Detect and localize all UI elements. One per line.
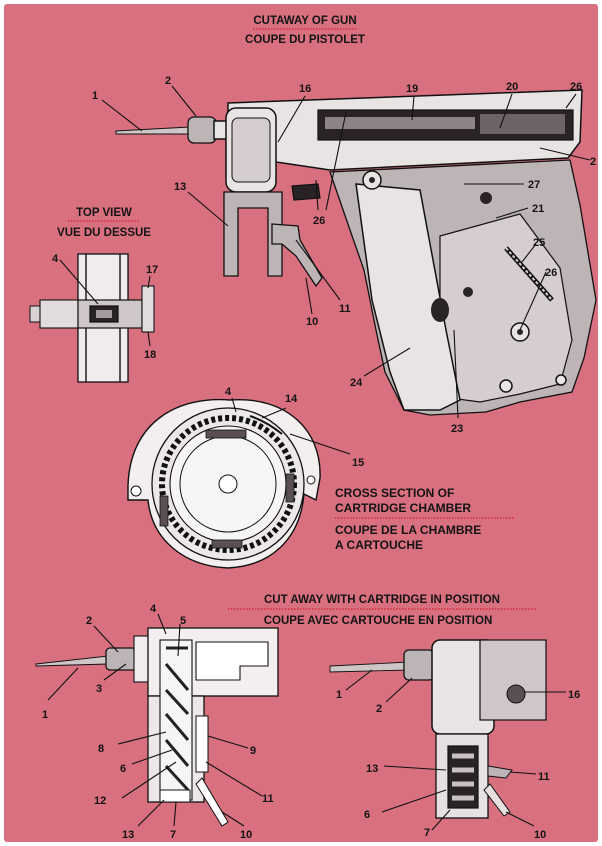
- part-label: 11: [339, 303, 351, 315]
- chamber-part-labels: 4 14 15: [225, 386, 364, 469]
- part-label: 3: [96, 683, 102, 695]
- part-label: 14: [285, 393, 298, 405]
- gun-part-labels: 1 2 16 19 20 26 2 13 26 27 21 25 26 10 1…: [92, 75, 596, 435]
- chamber-leader-lines: [231, 397, 351, 455]
- part-label: 6: [120, 763, 126, 775]
- part-label: 6: [364, 809, 370, 821]
- cartridge-right-illustration: [329, 639, 547, 819]
- part-label: 9: [250, 745, 256, 757]
- part-label: 26: [313, 215, 325, 227]
- part-label: 16: [299, 83, 311, 95]
- cartridge-right-part-labels: 1 2 16 13 11 6 7 10: [336, 689, 580, 841]
- part-label: 1: [42, 709, 48, 721]
- part-label: 23: [451, 423, 463, 435]
- part-label: 16: [568, 689, 580, 701]
- title-cross-section-fr-2: A CARTOUCHE: [335, 538, 423, 552]
- part-label: 2: [165, 75, 171, 87]
- part-label: 18: [144, 349, 156, 361]
- title-cutaway-fr: COUPE DU PISTOLET: [245, 34, 365, 46]
- part-label: 26: [570, 81, 582, 93]
- part-label: 21: [532, 203, 544, 215]
- title-cross-section-fr-1: COUPE DE LA CHAMBRE: [335, 523, 481, 537]
- part-label: 20: [506, 81, 518, 93]
- part-label: 1: [336, 689, 342, 701]
- part-label: 27: [528, 179, 540, 191]
- part-label: 4: [52, 253, 59, 265]
- title-top-view-fr: VUE DU DESSUE: [57, 227, 151, 239]
- cartridge-left-leader-lines: [47, 613, 263, 827]
- part-label: 11: [538, 771, 550, 783]
- part-label: 24: [350, 377, 363, 389]
- title-cross-section-en-2: CARTRIDGE CHAMBER: [335, 501, 471, 515]
- part-label: 2: [86, 615, 92, 627]
- part-label: 2: [590, 156, 596, 168]
- title-cross-section-en-1: CROSS SECTION OF: [335, 486, 454, 500]
- title-cartridge-en: CUT AWAY WITH CARTRIDGE IN POSITION: [264, 594, 500, 606]
- part-label: 25: [533, 237, 545, 249]
- part-label: 13: [174, 181, 186, 193]
- cartridge-left-illustration: [35, 627, 279, 827]
- part-label: 15: [352, 457, 364, 469]
- title-cutaway-en: CUTAWAY OF GUN: [253, 15, 356, 27]
- cartridge-chamber-illustration: [127, 398, 321, 569]
- part-label: 10: [534, 829, 546, 841]
- part-label: 12: [94, 795, 106, 807]
- part-label: 7: [170, 829, 176, 841]
- part-label: 11: [262, 793, 274, 805]
- part-label: 17: [146, 264, 158, 276]
- part-label: 2: [376, 703, 382, 715]
- title-top-view-en: TOP VIEW: [76, 207, 132, 219]
- gun-leader-lines: [101, 85, 591, 419]
- cartridge-left-part-labels: 2 4 5 1 3 8 6 12 9 11 13 7 10: [42, 603, 274, 841]
- part-label: 5: [180, 615, 186, 627]
- part-label: 10: [306, 316, 318, 328]
- cartridge-right-leader-lines: [345, 669, 566, 831]
- gun-cutaway-illustration: [115, 89, 597, 416]
- part-label: 1: [92, 90, 98, 102]
- top-view-illustration: [29, 253, 155, 383]
- part-label: 10: [240, 829, 252, 841]
- part-label: 26: [545, 267, 557, 279]
- part-label: 8: [98, 743, 104, 755]
- part-label: 4: [225, 386, 232, 398]
- part-label: 13: [366, 763, 378, 775]
- part-label: 13: [122, 829, 134, 841]
- top-view-part-labels: 4 17 18: [52, 253, 158, 361]
- part-label: 4: [150, 603, 157, 615]
- part-label: 19: [406, 83, 418, 95]
- title-cartridge-fr: COUPE AVEC CARTOUCHE EN POSITION: [264, 615, 493, 627]
- top-view-leader-lines: [59, 259, 151, 347]
- part-label: 7: [424, 827, 430, 839]
